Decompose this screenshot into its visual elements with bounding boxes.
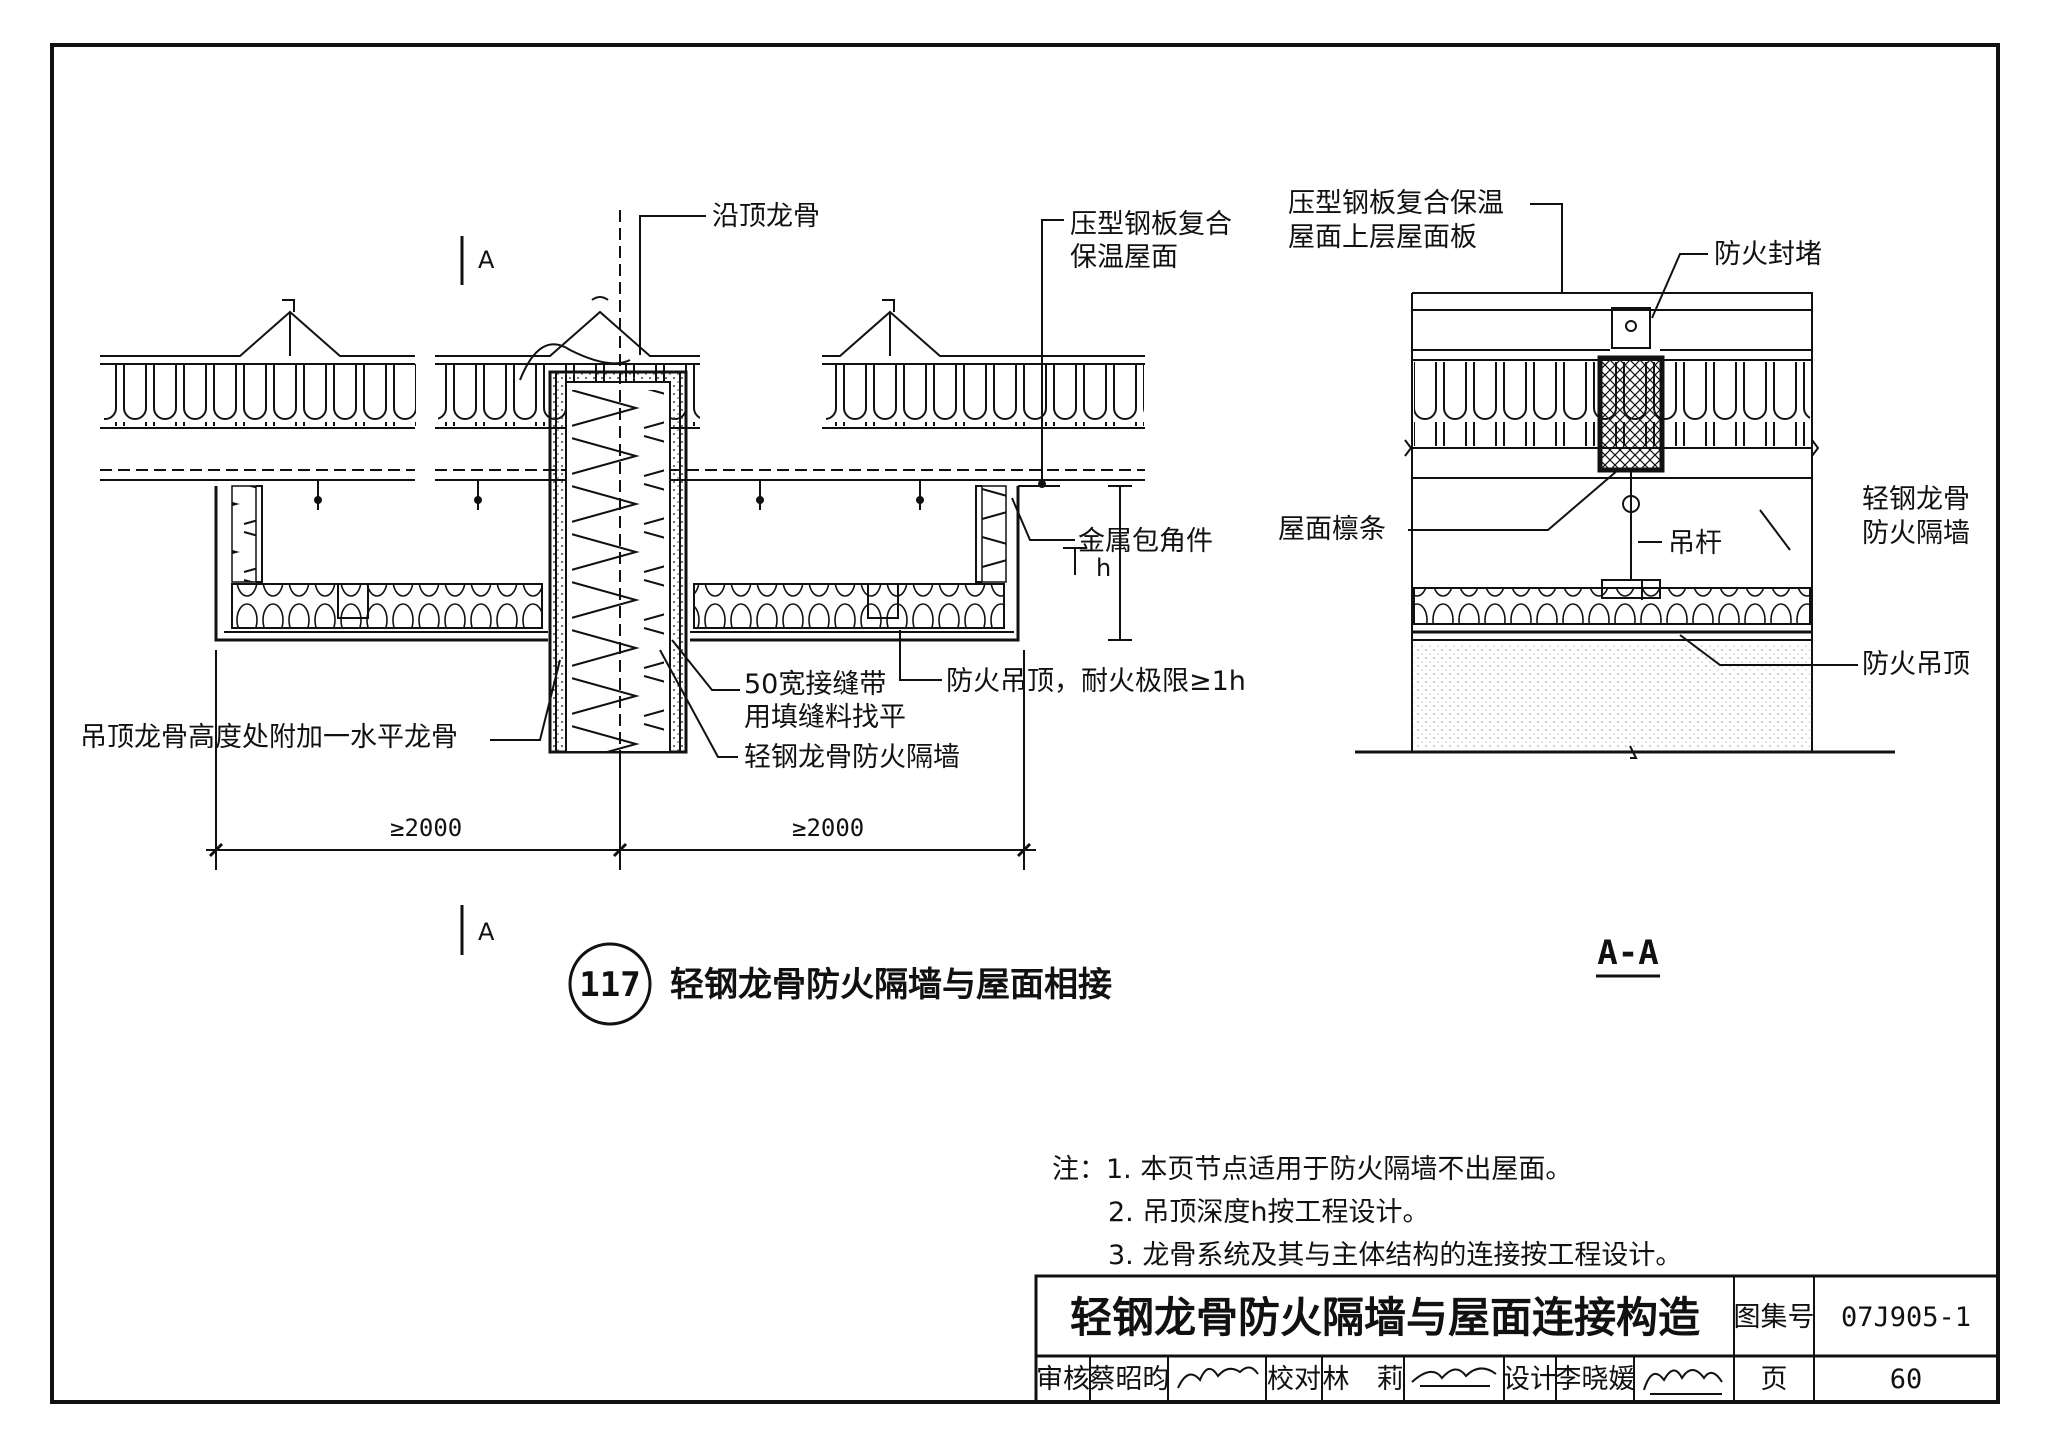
label-roof-panel-line2: 屋面上层屋面板 bbox=[1288, 222, 1477, 253]
ceiling-box-right bbox=[690, 480, 1060, 642]
label-partition: 轻钢龙骨防火隔墙 bbox=[744, 742, 960, 773]
detail-117-labels: 沿顶龙骨 压型钢板复合 保温屋面 金属包角件 h 防火吊顶，耐火极限≥1h 50… bbox=[80, 201, 1246, 1026]
ceiling-box-left bbox=[186, 479, 548, 642]
detail-title: 轻钢龙骨防火隔墙与屋面相接 bbox=[670, 965, 1112, 1005]
designer-name: 李晓媛 bbox=[1555, 1364, 1636, 1395]
atlas-label: 图集号 bbox=[1734, 1302, 1815, 1333]
detail-117-drawing bbox=[100, 210, 1145, 955]
label-hanger: 吊杆 bbox=[1668, 528, 1722, 559]
design-label: 设计 bbox=[1503, 1364, 1557, 1395]
label-ceiling-runner: 沿顶龙骨 bbox=[712, 201, 820, 232]
page-number: 60 bbox=[1890, 1364, 1923, 1395]
sheet-border bbox=[50, 43, 2000, 1404]
atlas-number: 07J905-1 bbox=[1841, 1302, 1971, 1333]
label-roof-line1: 压型钢板复合 bbox=[1070, 209, 1232, 240]
fire-partition-wall bbox=[548, 370, 688, 754]
label-partition-line2: 防火隔墙 bbox=[1862, 518, 1970, 549]
main-title: 轻钢龙骨防火隔墙与屋面连接构造 bbox=[1070, 1293, 1700, 1342]
roof-panel-right bbox=[822, 299, 1145, 429]
checker-name: 林 莉 bbox=[1323, 1364, 1404, 1395]
section-aa-labels: 压型钢板复合保温 屋面上层屋面板 防火封堵 屋面檩条 吊杆 轻钢龙骨 防火隔墙 … bbox=[1278, 188, 1970, 978]
note-2: 2. 吊顶深度h按工程设计。 bbox=[1108, 1197, 1429, 1228]
roof-panel-left bbox=[100, 299, 416, 429]
label-fire-seal: 防火封堵 bbox=[1714, 239, 1822, 270]
checker-signature bbox=[1411, 1367, 1497, 1387]
section-aa-title: A-A bbox=[1597, 933, 1658, 973]
designer-signature bbox=[1643, 1369, 1723, 1395]
label-fire-ceiling: 防火吊顶，耐火极限≥1h bbox=[946, 666, 1246, 697]
label-partition-line1: 轻钢龙骨 bbox=[1862, 484, 1970, 515]
page-label: 页 bbox=[1761, 1364, 1788, 1395]
label-extra-runner: 吊顶龙骨高度处附加一水平龙骨 bbox=[80, 722, 458, 753]
label-roof-panel-line1: 压型钢板复合保温 bbox=[1288, 188, 1504, 219]
label-metal-corner: 金属包角件 bbox=[1078, 526, 1213, 557]
label-purlin: 屋面檩条 bbox=[1278, 514, 1386, 545]
label-roof-line2: 保温屋面 bbox=[1070, 242, 1178, 273]
label-joint-tape-line2: 用填缝料找平 bbox=[744, 702, 906, 733]
label-joint-tape-line1: 50宽接缝带 bbox=[744, 669, 886, 700]
label-fire-ceiling-aa: 防火吊顶 bbox=[1862, 649, 1970, 680]
dim-left: ≥2000 bbox=[390, 814, 462, 842]
detail-number-circle bbox=[568, 942, 652, 1026]
section-mark-top: A bbox=[478, 246, 495, 274]
dim-right: ≥2000 bbox=[792, 814, 864, 842]
reviewer-signature bbox=[1177, 1366, 1259, 1389]
section-aa-drawing bbox=[1355, 203, 1895, 759]
dimension-line bbox=[206, 210, 1036, 870]
note-3: 3. 龙骨系统及其与主体结构的连接按工程设计。 bbox=[1108, 1240, 1682, 1271]
review-label: 审核 bbox=[1036, 1364, 1090, 1395]
detail-number: 117 bbox=[579, 965, 640, 1005]
title-block: 轻钢龙骨防火隔墙与屋面连接构造 图集号 07J905-1 审核 蔡昭昀 校对 林… bbox=[1034, 1274, 2000, 1404]
note-1: 注：1. 本页节点适用于防火隔墙不出屋面。 bbox=[1052, 1154, 1572, 1185]
section-mark-bottom: A bbox=[478, 918, 495, 946]
notes: 注：1. 本页节点适用于防火隔墙不出屋面。 2. 吊顶深度h按工程设计。 3. … bbox=[1052, 1154, 1682, 1271]
label-h: h bbox=[1096, 554, 1111, 582]
reviewer-name: 蔡昭昀 bbox=[1089, 1364, 1170, 1395]
check-label: 校对 bbox=[1267, 1364, 1321, 1395]
